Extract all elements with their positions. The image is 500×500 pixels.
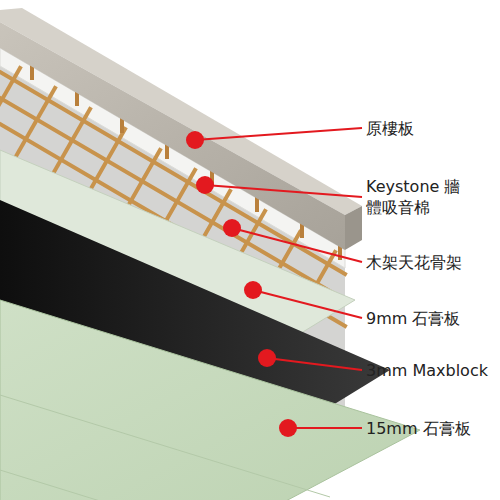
callout-label: 木架天花骨架 bbox=[366, 252, 496, 273]
callout-label: 15mm 石膏板 bbox=[366, 418, 496, 439]
callout-dot bbox=[186, 131, 204, 149]
callout-label: Keystone 牆體吸音棉 bbox=[366, 176, 466, 218]
callout-dot bbox=[223, 219, 241, 237]
slab-end bbox=[345, 206, 362, 250]
board-joint bbox=[0, 395, 330, 497]
callout-label: 9mm 石膏板 bbox=[366, 308, 496, 329]
callout-dot bbox=[244, 281, 262, 299]
timber-joist bbox=[0, 68, 20, 138]
callout-dots bbox=[186, 131, 297, 437]
leader-line bbox=[253, 290, 362, 318]
leader-line bbox=[205, 185, 362, 197]
board-joint bbox=[0, 470, 100, 500]
callout-label: 3mm Maxblock bbox=[366, 360, 496, 381]
leader-line bbox=[267, 358, 362, 370]
leader-line bbox=[195, 128, 362, 140]
gypsum-board-15mm bbox=[0, 300, 420, 500]
callout-dot bbox=[279, 419, 297, 437]
callout-label: 原樓板 bbox=[366, 118, 496, 139]
timber-joist bbox=[50, 109, 90, 179]
callout-dot bbox=[258, 349, 276, 367]
leader-line bbox=[232, 228, 362, 262]
timber-joist bbox=[15, 88, 55, 158]
callout-dot bbox=[196, 176, 214, 194]
callout-leaders bbox=[195, 128, 362, 428]
leader-line bbox=[288, 427, 362, 429]
